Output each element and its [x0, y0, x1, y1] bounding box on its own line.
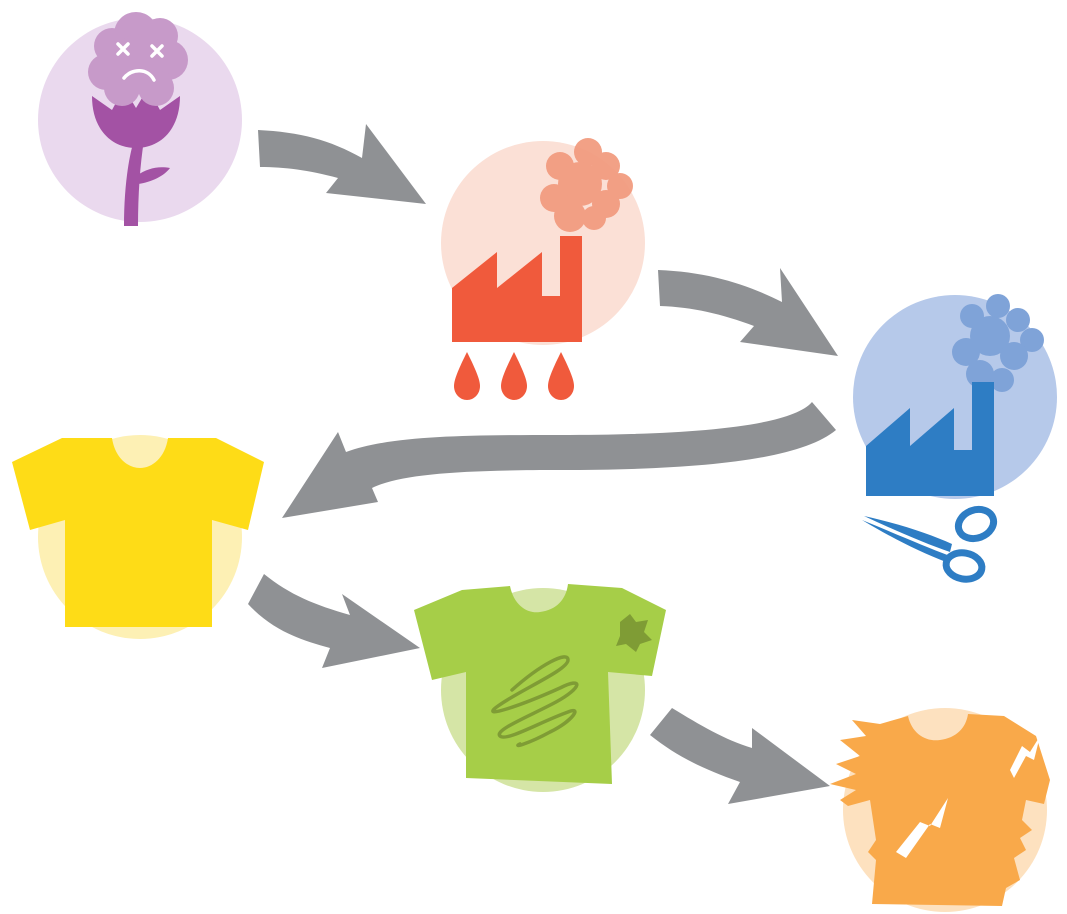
arrow-wornshirt-to-tornshirt [650, 708, 830, 804]
flow-arrow [658, 268, 838, 356]
scissors-icon [862, 505, 998, 582]
flow-arrow [650, 708, 830, 804]
stage-new-shirt [12, 435, 264, 639]
flow-arrow [248, 574, 420, 668]
arrow-cotton-to-factory [258, 124, 426, 204]
stage-torn-shirt [830, 708, 1050, 912]
flow-arrow [258, 124, 426, 204]
stage-cotton [38, 12, 242, 226]
pollution-drops-icon [454, 352, 574, 400]
arrow-newshirt-to-wornshirt [248, 574, 420, 668]
stage-dyeing-factory [441, 138, 645, 400]
arrow-cutting-to-newshirt [282, 402, 836, 518]
arrow-factory-to-cutting [658, 268, 838, 356]
flow-arrow [282, 402, 836, 518]
stage-worn-shirt [414, 584, 666, 792]
stage-cutting-factory [853, 294, 1057, 582]
